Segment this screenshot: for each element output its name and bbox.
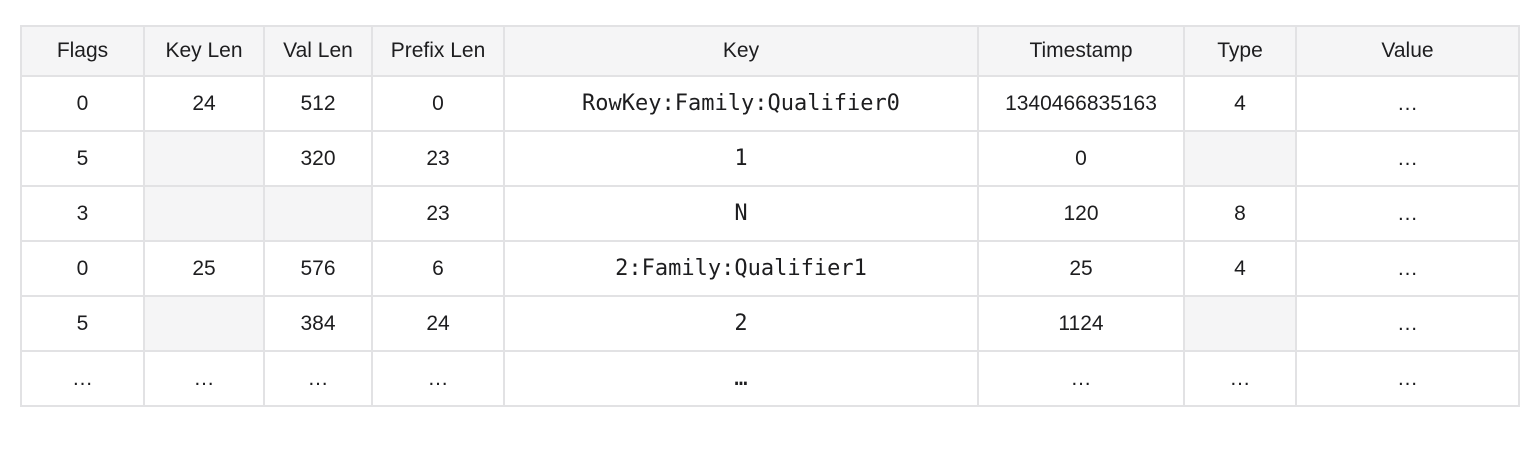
column-header-key-len: Key Len [143, 25, 265, 77]
cell-type-row-6: … [1183, 350, 1297, 407]
cell-prefix-len-row-1: 0 [371, 75, 505, 132]
cell-type-row-4: 4 [1183, 240, 1297, 297]
cell-key-len-row-3 [143, 185, 265, 242]
table-row-6: …………………… [20, 350, 1520, 407]
cell-prefix-len-row-3: 23 [371, 185, 505, 242]
cell-prefix-len-row-4: 6 [371, 240, 505, 297]
cell-flags-row-4: 0 [20, 240, 145, 297]
cell-prefix-len-row-5: 24 [371, 295, 505, 352]
cell-key-row-5: 2 [503, 295, 979, 352]
cell-key-len-row-6: … [143, 350, 265, 407]
cell-key-row-6: … [503, 350, 979, 407]
column-header-flags: Flags [20, 25, 145, 77]
column-header-type: Type [1183, 25, 1297, 77]
cell-value-row-6: … [1295, 350, 1520, 407]
cell-prefix-len-row-6: … [371, 350, 505, 407]
column-header-prefix-len: Prefix Len [371, 25, 505, 77]
cell-flags-row-1: 0 [20, 75, 145, 132]
cell-flags-row-5: 5 [20, 295, 145, 352]
column-header-val-len: Val Len [263, 25, 373, 77]
cell-val-len-row-2: 320 [263, 130, 373, 187]
column-header-key: Key [503, 25, 979, 77]
cell-timestamp-row-4: 25 [977, 240, 1185, 297]
cell-flags-row-2: 5 [20, 130, 145, 187]
column-header-value: Value [1295, 25, 1520, 77]
cell-type-row-1: 4 [1183, 75, 1297, 132]
cell-key-row-4: 2:Family:Qualifier1 [503, 240, 979, 297]
cell-key-len-row-4: 25 [143, 240, 265, 297]
cell-val-len-row-5: 384 [263, 295, 373, 352]
cell-value-row-1: … [1295, 75, 1520, 132]
cell-key-row-1: RowKey:Family:Qualifier0 [503, 75, 979, 132]
cell-val-len-row-3 [263, 185, 373, 242]
cell-val-len-row-1: 512 [263, 75, 373, 132]
cell-type-row-3: 8 [1183, 185, 1297, 242]
cell-key-row-3: N [503, 185, 979, 242]
cell-type-row-5 [1183, 295, 1297, 352]
cell-timestamp-row-3: 120 [977, 185, 1185, 242]
cell-key-len-row-1: 24 [143, 75, 265, 132]
cell-flags-row-3: 3 [20, 185, 145, 242]
cell-timestamp-row-2: 0 [977, 130, 1185, 187]
cell-timestamp-row-6: … [977, 350, 1185, 407]
cell-val-len-row-6: … [263, 350, 373, 407]
cell-prefix-len-row-2: 23 [371, 130, 505, 187]
column-header-timestamp: Timestamp [977, 25, 1185, 77]
cell-value-row-4: … [1295, 240, 1520, 297]
cell-key-len-row-5 [143, 295, 265, 352]
cell-key-row-2: 1 [503, 130, 979, 187]
cell-value-row-5: … [1295, 295, 1520, 352]
cell-key-len-row-2 [143, 130, 265, 187]
cell-timestamp-row-1: 1340466835163 [977, 75, 1185, 132]
cell-val-len-row-4: 576 [263, 240, 373, 297]
cell-type-row-2 [1183, 130, 1297, 187]
cell-value-row-3: … [1295, 185, 1520, 242]
cell-flags-row-6: … [20, 350, 145, 407]
cell-timestamp-row-5: 1124 [977, 295, 1185, 352]
cell-value-row-2: … [1295, 130, 1520, 187]
